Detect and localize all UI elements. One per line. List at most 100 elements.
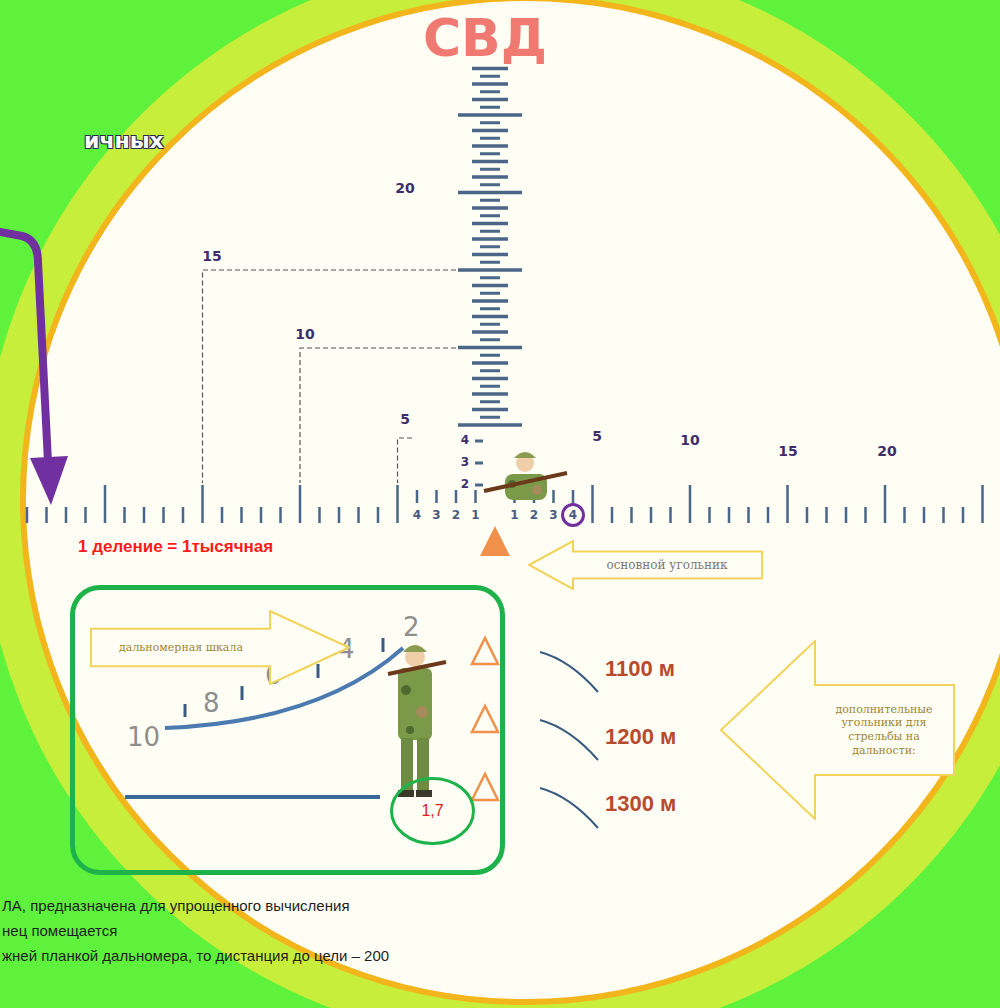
- leader-line: [203, 270, 457, 483]
- body-text: жней планкой дальномера, то дистанция до…: [2, 947, 389, 964]
- scale-tick: [458, 113, 522, 117]
- reticle-scales: [27, 69, 983, 524]
- scale-tick: [480, 354, 500, 357]
- scale-number: 1: [510, 508, 518, 522]
- arrow-outline: [721, 641, 954, 819]
- scale-tick: [472, 237, 508, 241]
- scale-tick: [864, 507, 867, 523]
- circled-number: 4: [561, 503, 585, 527]
- range-tick: [317, 664, 320, 678]
- cropped-heading: ичных: [84, 128, 164, 153]
- scale-tick: [377, 507, 380, 523]
- scale-tick: [480, 261, 500, 264]
- value-ellipse: 1,7: [390, 777, 475, 845]
- scale-number: 5: [400, 411, 410, 427]
- scale-number: 2: [452, 508, 460, 522]
- scale-dash: [475, 440, 483, 443]
- scale-tick: [480, 245, 500, 248]
- scale-tick: [474, 490, 477, 503]
- scale-tick: [472, 222, 508, 226]
- scale-number: 3: [549, 508, 557, 522]
- scale-tick: [472, 82, 508, 86]
- callout-arrow: дальномерная шкала: [90, 610, 350, 685]
- scale-tick: [45, 507, 48, 523]
- scale-tick: [480, 121, 500, 124]
- scale-number: 2: [461, 477, 469, 491]
- scale-tick: [84, 507, 87, 523]
- scale-number: 4: [461, 433, 469, 447]
- scale-tick: [435, 490, 438, 503]
- scale-tick: [480, 90, 500, 93]
- range-label: 1300 м: [605, 791, 676, 817]
- scale-tick: [455, 490, 458, 503]
- scale-tick: [786, 485, 789, 523]
- scale-tick: [143, 507, 146, 523]
- body-text: нец помещается: [2, 922, 117, 939]
- main-chevron: [480, 526, 510, 556]
- scale-tick: [480, 168, 500, 171]
- node-text: дополнительные угольники для стрельбы на…: [821, 703, 947, 758]
- soldier-boot: [416, 790, 432, 797]
- scale-tick: [480, 183, 500, 186]
- scale-tick: [458, 191, 522, 195]
- node-text: 4: [561, 508, 585, 522]
- pointer-head: [30, 456, 68, 505]
- callout-arrow: основной угольник: [528, 540, 763, 590]
- extra-chevrons: [472, 638, 498, 800]
- range-tick: [382, 638, 385, 652]
- arrow-outline: [529, 541, 762, 589]
- scale-number: 1: [471, 508, 479, 522]
- scale-tick: [472, 330, 508, 334]
- scale-tick: [942, 507, 945, 523]
- scale-tick: [162, 507, 165, 523]
- rangefinder-base: [125, 795, 380, 799]
- scope-title: СВД: [423, 8, 547, 68]
- scale-tick: [480, 214, 500, 217]
- soldier-rifle: [388, 662, 446, 674]
- camo-spot: [532, 485, 542, 495]
- scale-tick: [480, 199, 500, 202]
- callout-arrow: дополнительные угольники для стрельбы на…: [720, 640, 955, 820]
- scale-tick: [240, 507, 243, 523]
- scale-tick: [260, 507, 263, 523]
- scale-tick: [472, 361, 508, 365]
- scale-tick: [480, 323, 500, 326]
- scale-tick: [480, 292, 500, 295]
- scale-dash: [475, 484, 483, 487]
- leader-line: [398, 438, 413, 483]
- scale-tick: [458, 268, 522, 272]
- scale-tick: [903, 507, 906, 523]
- pointer-arrow: [0, 232, 68, 505]
- scale-tick: [480, 385, 500, 388]
- scale-tick: [767, 507, 770, 523]
- extra-chevron: [472, 774, 498, 800]
- range-label: 1100 м: [605, 656, 675, 682]
- scale-tick: [630, 507, 633, 523]
- scale-tick: [182, 507, 185, 523]
- scale-tick: [708, 507, 711, 523]
- scale-number: 15: [202, 248, 221, 264]
- scale-tick: [806, 507, 809, 523]
- rangefinder-frame: 108642дальномерная шкала1,7: [70, 585, 505, 875]
- scale-tick: [923, 507, 926, 523]
- range-arc: [540, 788, 598, 828]
- scale-tick: [472, 408, 508, 412]
- scale-tick: [318, 507, 321, 523]
- scale-tick: [472, 392, 508, 396]
- leader-line: [300, 348, 456, 483]
- scale-tick: [472, 175, 508, 179]
- range-arcs: [540, 652, 598, 828]
- scale-tick: [747, 507, 750, 523]
- extra-chevron: [472, 638, 498, 664]
- soldier-rifle: [484, 473, 567, 491]
- scale-number: 4: [413, 508, 421, 522]
- scale-tick: [480, 307, 500, 310]
- scale-number: 10: [680, 432, 699, 448]
- small-dashes: [475, 441, 483, 485]
- scale-tick: [472, 206, 508, 210]
- scale-tick: [480, 230, 500, 233]
- scale-tick: [299, 485, 302, 523]
- pointer-line: [0, 232, 48, 462]
